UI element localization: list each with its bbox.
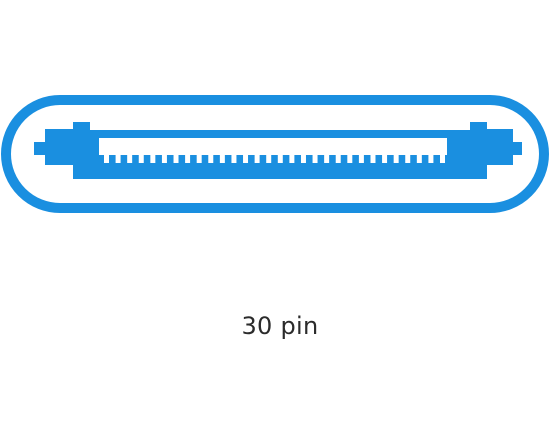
connector-pin-gap <box>254 154 260 163</box>
connector-pin-gap <box>370 154 376 163</box>
connector-pin-gap <box>127 154 133 163</box>
connector-pin-gap <box>196 154 202 163</box>
connector-pin-gap <box>161 154 167 163</box>
connector-pin-gap <box>393 154 399 163</box>
connector-pin-gap <box>324 154 330 163</box>
connector-slot <box>99 138 447 155</box>
connector-pin-gap <box>347 154 353 163</box>
connector-pin-gap <box>440 154 445 163</box>
connector-pin-gap <box>150 154 156 163</box>
connector-pin-gap <box>405 154 411 163</box>
connector-pin-gap <box>243 154 249 163</box>
connector-pin-gap <box>115 154 121 163</box>
connector-label: 30 pin <box>241 312 319 340</box>
connector-pin-gap <box>185 154 191 163</box>
connector-outer-shell <box>1 95 549 213</box>
connector-pin-gap <box>300 154 306 163</box>
connector-pin-gap <box>277 154 283 163</box>
connector-pin-gap <box>104 154 109 163</box>
connector-pin-gap <box>289 154 295 163</box>
connector-pin-gap <box>335 154 341 163</box>
connector-pin-gap <box>428 154 434 163</box>
connector-pin-gap <box>382 154 388 163</box>
connector-pin-gap <box>312 154 318 163</box>
connector-pin-gap <box>266 154 272 163</box>
connector-pins <box>104 154 445 163</box>
connector-pin-gap <box>231 154 237 163</box>
connector-pin-gap <box>219 154 225 163</box>
connector-pin-gap <box>358 154 364 163</box>
connector-pin-gap <box>138 154 144 163</box>
connector-pin-gap <box>208 154 214 163</box>
connector-pin-gap <box>416 154 422 163</box>
connector-pin-gap <box>173 154 179 163</box>
